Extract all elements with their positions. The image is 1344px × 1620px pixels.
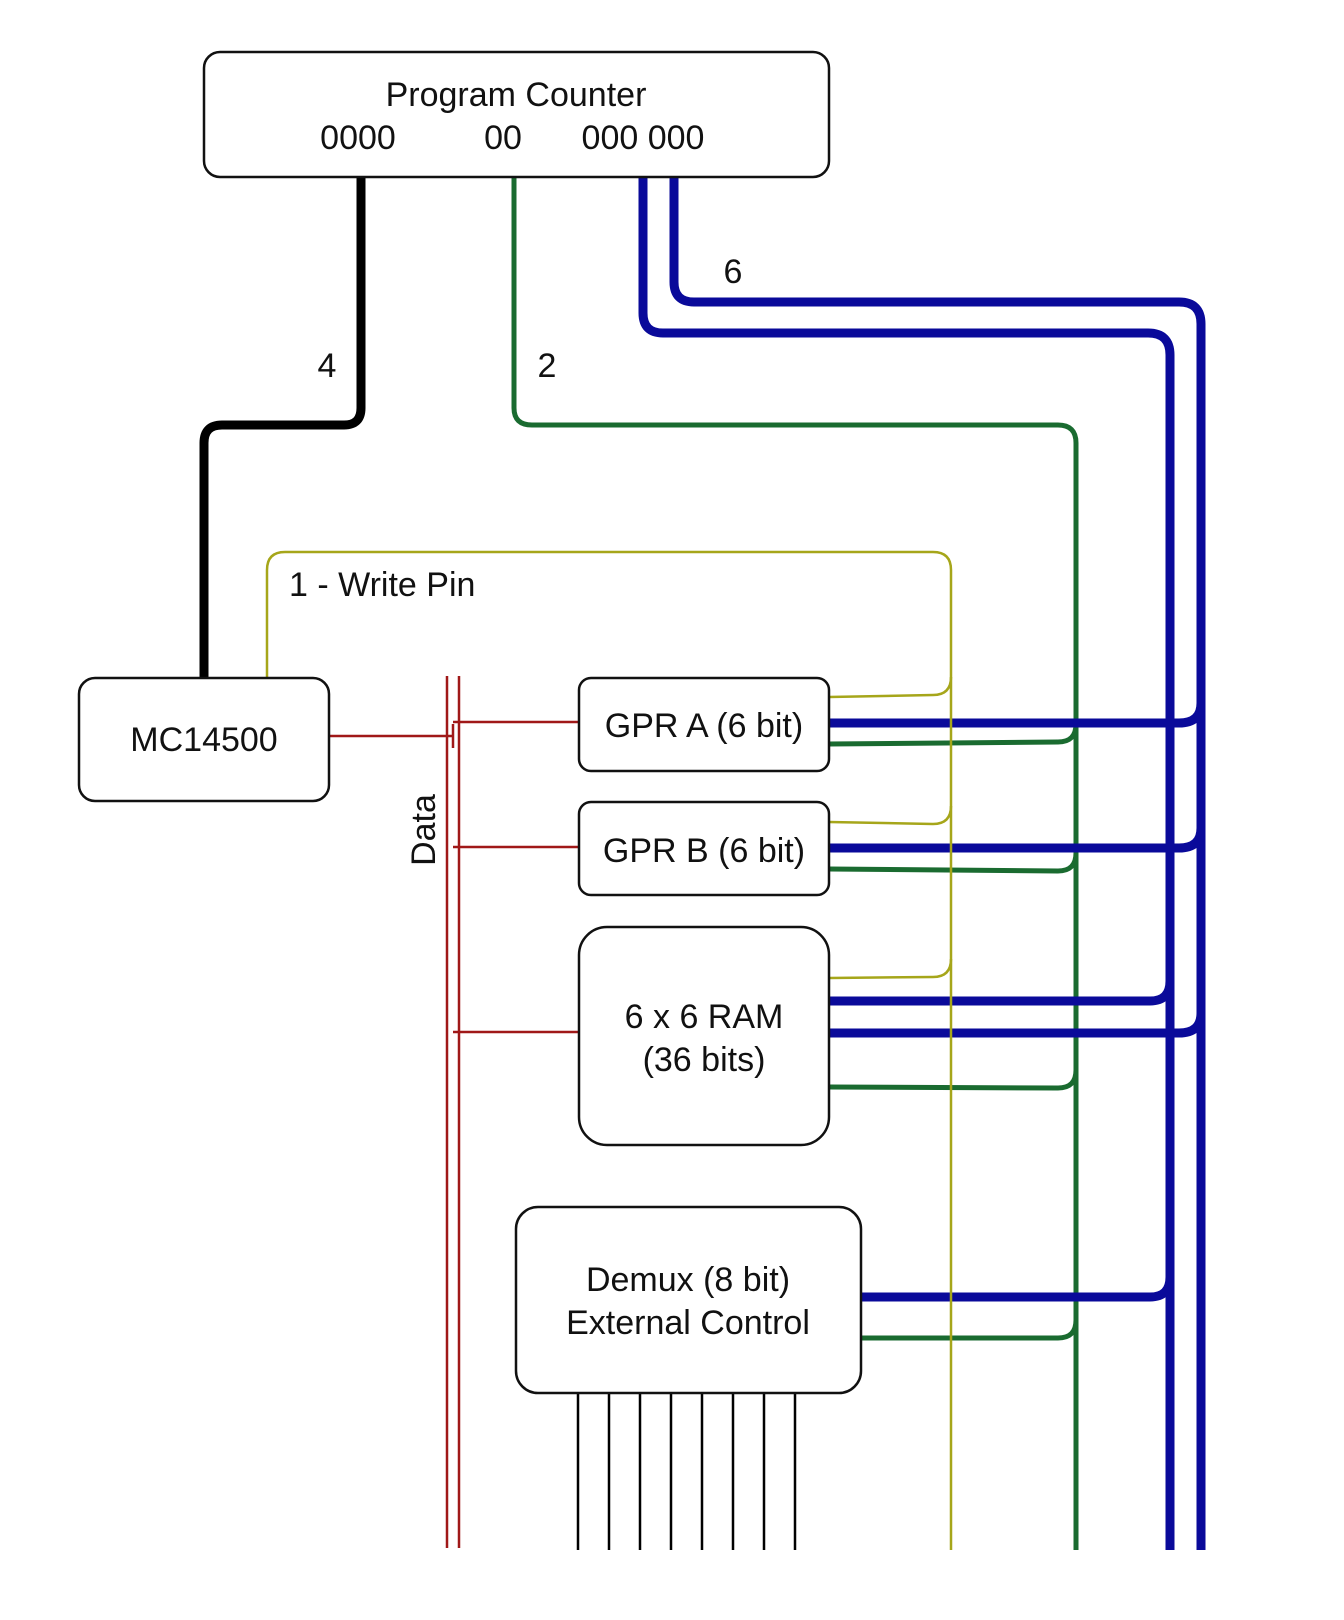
mc14500-box: MC14500 <box>77 676 331 803</box>
demux-label-line2: External Control <box>566 1304 810 1342</box>
ram-box: 6 x 6 RAM (36 bits) <box>577 925 831 1147</box>
write-pin-label: 1 - Write Pin <box>289 566 475 604</box>
gpr-a-box: GPR A (6 bit) <box>577 676 831 773</box>
select-bus-tap-demux <box>861 1319 1079 1341</box>
write-pin-tap-gpr-a <box>828 676 953 699</box>
program-counter-title: Program Counter <box>386 76 647 114</box>
address-bus-width-label: 6 <box>724 253 743 291</box>
demux-box: Demux (8 bit) External Control <box>514 1205 863 1395</box>
write-pin-wire <box>265 550 953 1550</box>
select-bus-tap-ram <box>828 1069 1079 1091</box>
address-bus-tap-demux <box>861 1276 1175 1302</box>
select-bus-tap-gpr-a <box>828 723 1079 747</box>
gpr-b-label: GPR B (6 bit) <box>603 832 805 870</box>
select-bus-width-label: 2 <box>538 347 557 385</box>
mc14500-label: MC14500 <box>130 721 277 759</box>
ram-label-line2: (36 bits) <box>643 1041 766 1079</box>
select-bus-tap-gpr-b <box>828 852 1079 874</box>
opcode-bus-width-label: 4 <box>318 347 337 385</box>
program-counter-field-opcode: 0000 <box>320 119 396 157</box>
write-pin-tap-ram <box>828 958 953 980</box>
data-bus-label: Data <box>405 794 443 866</box>
address-bus-tap-gpr-b <box>829 827 1206 853</box>
address-bus-tap-gpr-a <box>829 702 1206 728</box>
write-pin-tap-gpr-b <box>828 805 953 826</box>
program-counter-field-select: 00 <box>484 119 522 157</box>
ram-label-line1: 6 x 6 RAM <box>625 998 784 1036</box>
address-bus-wire-outer <box>669 178 1206 1550</box>
opcode-bus-wire <box>199 178 366 678</box>
address-bus-tap-ram-2 <box>829 1012 1206 1038</box>
gpr-b-box: GPR B (6 bit) <box>577 800 831 897</box>
program-counter-box: Program Counter 0000 00 000 000 <box>202 50 831 179</box>
select-bus-wire <box>511 178 1079 1550</box>
program-counter-field-address: 000 000 <box>582 119 705 157</box>
demux-output-lines <box>576 1393 797 1550</box>
gpr-a-label: GPR A (6 bit) <box>605 707 803 745</box>
address-bus-tap-ram-1 <box>829 980 1175 1006</box>
address-bus-wire-inner <box>638 178 1175 1550</box>
demux-label-line1: Demux (8 bit) <box>586 1261 790 1299</box>
